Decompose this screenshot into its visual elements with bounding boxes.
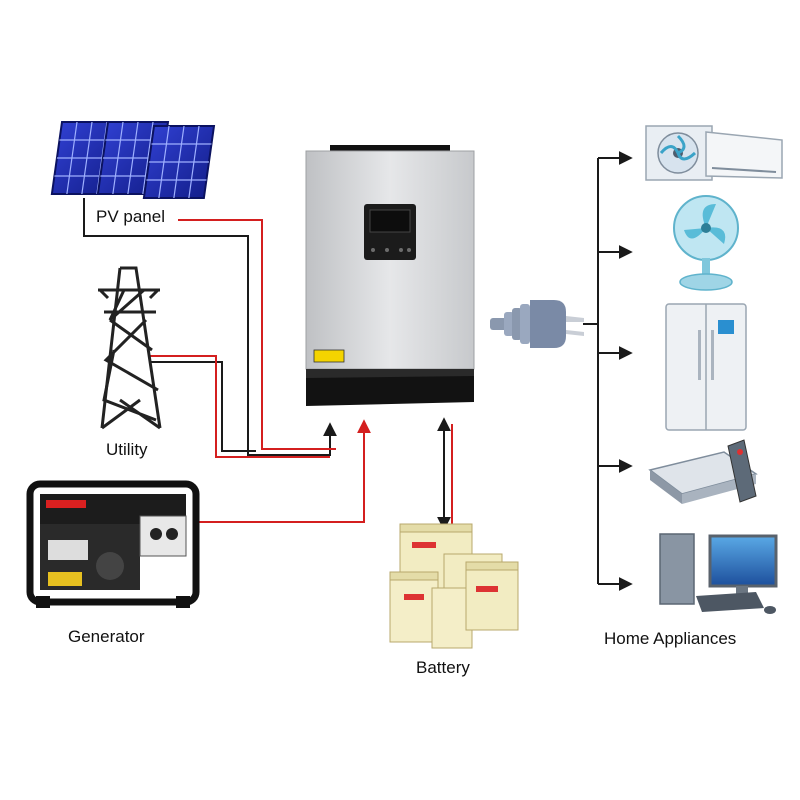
pv-red-wire	[178, 219, 336, 450]
solar-panel-icon	[50, 121, 216, 199]
home-appliances-label: Home Appliances	[604, 629, 737, 648]
power-plug-icon	[490, 300, 584, 348]
wires	[83, 151, 633, 591]
dvd-player-remote-icon	[648, 439, 758, 504]
battery-icon	[389, 523, 519, 649]
battery-label: Battery	[416, 658, 470, 677]
air-conditioner-icon	[645, 125, 783, 181]
generator-icon	[26, 480, 200, 608]
transmission-tower-icon	[98, 266, 162, 430]
desktop-computer-icon	[659, 533, 778, 614]
utility-black-wire	[150, 361, 256, 452]
electric-fan-icon	[673, 195, 739, 291]
pv-panel-label: PV panel	[96, 207, 165, 226]
refrigerator-icon	[665, 303, 747, 431]
inverter-icon	[305, 145, 475, 406]
utility-red-wire	[150, 355, 330, 458]
utility-label: Utility	[106, 440, 148, 459]
generator-label: Generator	[68, 627, 145, 646]
generator-red-wire	[196, 419, 371, 523]
